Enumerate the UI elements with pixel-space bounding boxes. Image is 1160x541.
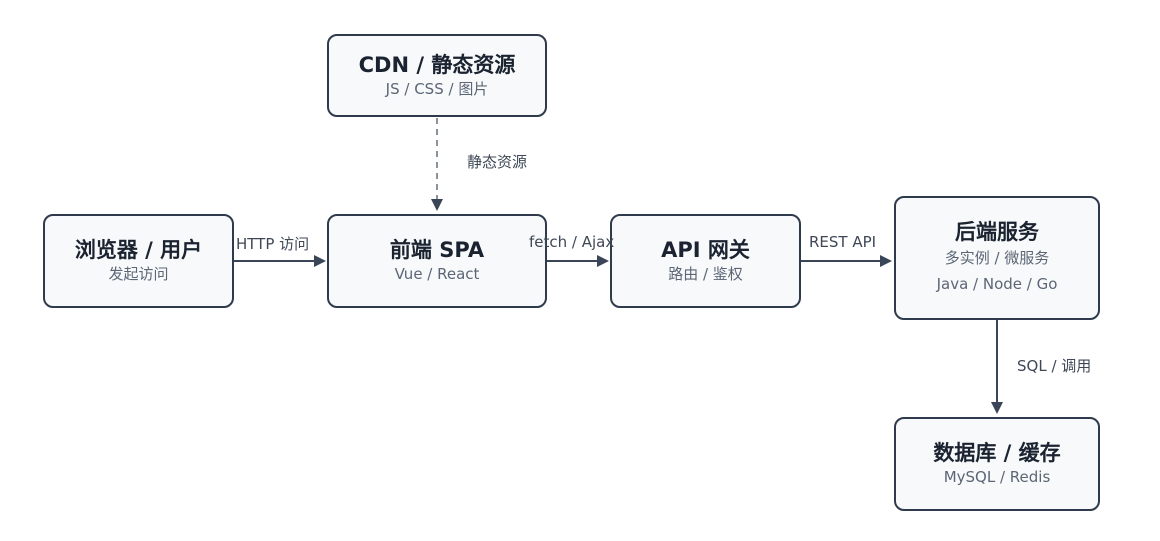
node-cdn-title: CDN / 静态资源: [358, 52, 516, 77]
node-gateway-title: API 网关: [661, 238, 750, 262]
node-cdn: CDN / 静态资源 JS / CSS / 图片: [327, 34, 547, 117]
node-cdn-sub: JS / CSS / 图片: [385, 79, 489, 98]
node-backend: 后端服务 多实例 / 微服务 Java / Node / Go: [894, 196, 1100, 320]
edge-label-backend-db: SQL / 调用: [1017, 357, 1092, 375]
node-spa-title: 前端 SPA: [389, 238, 485, 262]
edge-label-gateway-backend: REST API: [809, 233, 877, 251]
node-db-title: 数据库 / 缓存: [933, 441, 1061, 465]
node-backend-sub2: Java / Node / Go: [936, 275, 1058, 293]
node-backend-sub1: 多实例 / 微服务: [944, 249, 1050, 267]
node-browser-sub: 发起访问: [108, 265, 169, 283]
node-spa-sub: Vue / React: [394, 265, 480, 283]
node-db-sub: MySQL / Redis: [943, 468, 1051, 486]
node-browser-title: 浏览器 / 用户: [74, 238, 203, 262]
edge-label-cdn-spa: 静态资源: [467, 153, 528, 171]
node-db: 数据库 / 缓存 MySQL / Redis: [894, 417, 1100, 511]
node-gateway-sub: 路由 / 鉴权: [668, 265, 743, 283]
node-gateway: API 网关 路由 / 鉴权: [610, 214, 801, 308]
edge-label-browser-spa: HTTP 访问: [236, 235, 310, 253]
edge-label-spa-gateway: fetch / Ajax: [529, 233, 615, 251]
node-backend-title: 后端服务: [955, 220, 1039, 244]
node-spa: 前端 SPA Vue / React: [327, 214, 547, 308]
node-browser: 浏览器 / 用户 发起访问: [43, 214, 234, 308]
